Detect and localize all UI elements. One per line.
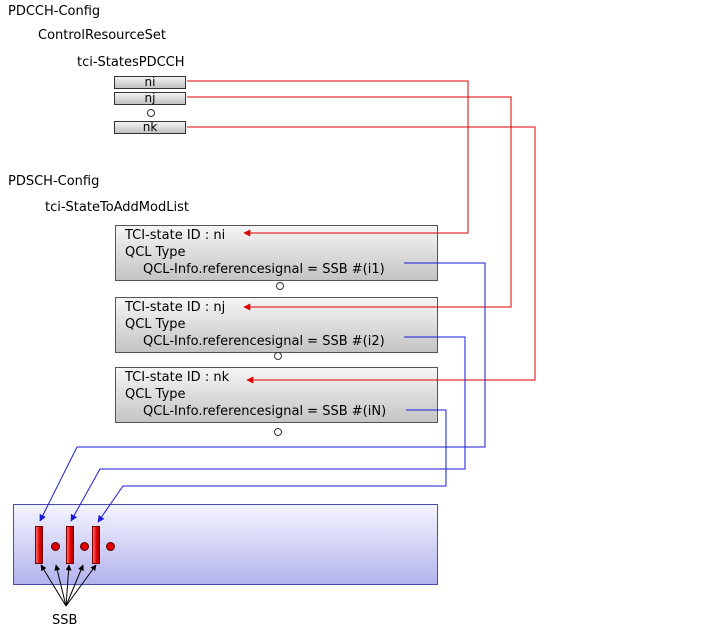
link-ni [187,80,469,237]
ellipsis-circle [147,109,155,117]
index-box-nk: nk [114,121,186,134]
index-box-ni: ni [114,76,186,89]
qcl-reference-signal: QCL-Info.referencesignal = SSB #(i2) [143,334,385,349]
link-ssb-iN [97,409,447,523]
pdsch-config-label: PDSCH-Config [8,174,100,189]
ssb-dot [106,542,115,551]
link-nj [187,96,512,311]
ssb-arrow [40,564,67,607]
link-nk [187,126,536,384]
qcl-reference-signal: QCL-Info.referencesignal = SSB #(i1) [143,262,385,277]
tci-state-box-nk: TCI-state ID : nk QCL Type QCL-Info.refe… [115,367,438,423]
tci-state-id: TCI-state ID : nk [125,370,230,385]
qcl-type: QCL Type [125,317,186,332]
ssb-arrow [65,564,97,607]
ssb-block-2 [66,526,74,564]
link-ssb-i1 [39,262,486,522]
ellipsis-circle [274,352,282,360]
ssb-arrow [65,564,84,607]
tci-state-box-nj: TCI-state ID : nj QCL Type QCL-Info.refe… [115,297,438,353]
tci-state-add-mod-list-label: tci-StateToAddModList [45,200,189,215]
tci-state-id: TCI-state ID : ni [125,228,226,243]
qcl-type: QCL Type [125,387,186,402]
tci-state-id: TCI-state ID : nj [125,300,226,315]
index-box-nj: nj [114,92,186,105]
tci-states-pdcch-label: tci-StatesPDCCH [77,55,185,70]
qcl-type: QCL Type [125,245,186,260]
ssb-label: SSB [52,613,78,628]
ssb-arrow [54,564,67,607]
ssb-arrow [65,564,72,607]
ssb-block-1 [35,526,43,564]
ssb-dot [51,542,60,551]
pdcch-config-label: PDCCH-Config [8,4,101,19]
ellipsis-circle [274,428,282,436]
control-resource-set-label: ControlResourceSet [38,28,166,43]
ellipsis-circle [276,282,284,290]
link-ssb-i2 [70,336,466,522]
tci-state-box-ni: TCI-state ID : ni QCL Type QCL-Info.refe… [115,225,438,281]
ssb-dot [80,542,89,551]
qcl-reference-signal: QCL-Info.referencesignal = SSB #(iN) [143,404,387,419]
ssb-block-3 [92,526,100,564]
